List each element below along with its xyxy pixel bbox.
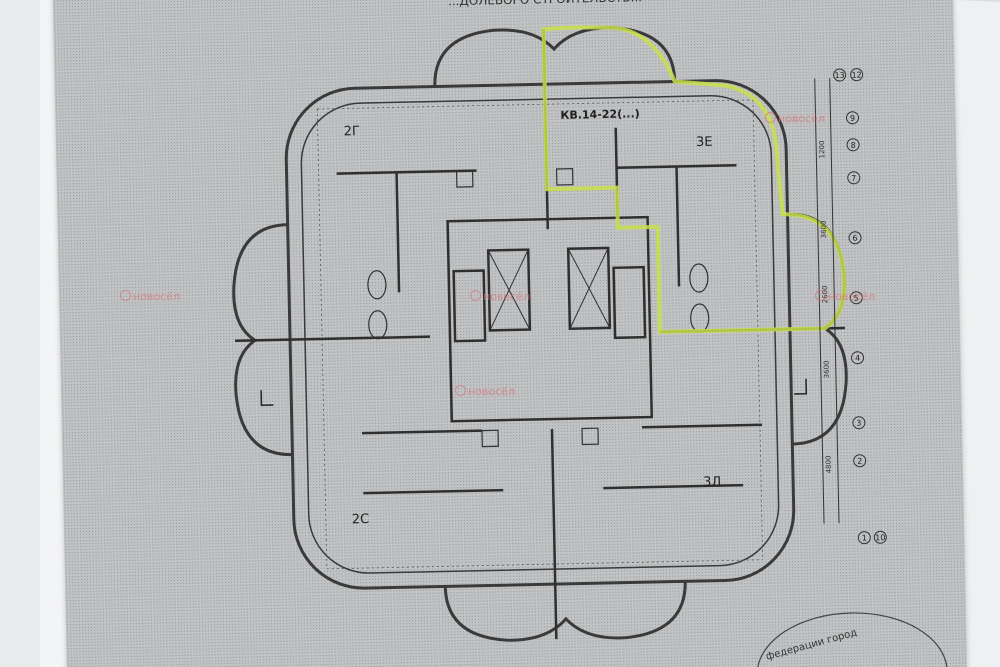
bathtub-3 bbox=[689, 263, 709, 293]
svg-text:5: 5 bbox=[854, 294, 859, 303]
dim-1: 1200 bbox=[818, 141, 826, 159]
axis-5: 5 bbox=[849, 291, 863, 305]
floor-plan-sheet: ...ДОЛЕВОГО СТРОИТЕЛЬСТВ... bbox=[52, 0, 968, 667]
section-mark-right bbox=[794, 378, 808, 395]
axis-3: 3 bbox=[852, 416, 866, 430]
stairs-left bbox=[452, 269, 487, 343]
bathtub-2 bbox=[368, 310, 388, 340]
bathtub-4 bbox=[690, 303, 710, 333]
apartment-label: КВ.14-22(...) bbox=[560, 107, 640, 122]
header-text: ...ДОЛЕВОГО СТРОИТЕЛЬСТВ... bbox=[448, 0, 642, 8]
svg-text:2: 2 bbox=[857, 457, 862, 466]
toilet-2 bbox=[555, 168, 574, 186]
axis-2: 2 bbox=[853, 454, 867, 468]
axis-1: 1 bbox=[857, 531, 871, 545]
room-count-3e: 3Е bbox=[696, 135, 713, 150]
watermark-1: новосёл bbox=[765, 112, 825, 125]
watermark-logo-icon bbox=[470, 290, 481, 301]
watermark-logo-icon bbox=[455, 385, 466, 396]
dim-4: 3600 bbox=[823, 360, 831, 378]
stairs-right bbox=[612, 265, 647, 340]
room-count-3l: 3Л bbox=[703, 475, 721, 490]
svg-text:10: 10 bbox=[875, 533, 885, 542]
bathroom-fixtures bbox=[367, 168, 710, 448]
room-count-2s: 2С bbox=[352, 512, 370, 527]
section-mark-left bbox=[260, 390, 274, 406]
dim-5: 4800 bbox=[825, 455, 833, 473]
floor-plan-drawing: ...ДОЛЕВОГО СТРОИТЕЛЬСТВ... bbox=[232, 0, 948, 667]
watermark-3: новосёл bbox=[470, 290, 530, 303]
axis-9: 9 bbox=[846, 111, 860, 125]
svg-text:9: 9 bbox=[850, 114, 855, 123]
wall-south-divider bbox=[550, 429, 558, 640]
stamp: федерации город bbox=[756, 612, 948, 667]
watermark-5: новосёл bbox=[815, 290, 875, 303]
wall-west-divider bbox=[235, 335, 431, 343]
top-bay bbox=[433, 26, 677, 87]
svg-text:4: 4 bbox=[855, 354, 860, 363]
axis-4: 4 bbox=[851, 351, 865, 365]
axis-10: 10 bbox=[873, 530, 887, 544]
toilet-3 bbox=[481, 429, 499, 448]
svg-text:7: 7 bbox=[851, 174, 856, 183]
watermark-logo-icon bbox=[815, 290, 826, 301]
highlighted-apartment bbox=[541, 25, 847, 334]
watermark-2: новосёл bbox=[120, 290, 180, 303]
svg-text:12: 12 bbox=[851, 71, 861, 80]
watermark-logo-icon bbox=[765, 112, 776, 123]
toilet-4 bbox=[581, 427, 599, 446]
svg-text:6: 6 bbox=[852, 234, 857, 243]
axis-7: 7 bbox=[847, 171, 861, 185]
axis-8: 8 bbox=[846, 138, 860, 152]
core-block bbox=[446, 215, 654, 423]
grid-axes: 13 12 9 8 7 6 5 4 3 2 1 10 bbox=[833, 68, 887, 545]
room-count-2g: 2Г bbox=[344, 124, 361, 139]
elevator-2 bbox=[566, 246, 612, 331]
svg-text:3: 3 bbox=[856, 419, 861, 428]
stamp-text: федерации город bbox=[765, 627, 859, 662]
bottom-bay bbox=[443, 581, 687, 642]
toilet-1 bbox=[455, 170, 474, 188]
dim-2: 3600 bbox=[820, 220, 828, 238]
section-marks bbox=[260, 378, 808, 406]
svg-text:13: 13 bbox=[834, 71, 844, 80]
axis-12: 12 bbox=[850, 68, 864, 82]
axis-13: 13 bbox=[833, 68, 847, 82]
bathtub-1 bbox=[367, 270, 387, 300]
svg-text:8: 8 bbox=[850, 141, 855, 150]
axis-6: 6 bbox=[848, 231, 862, 245]
svg-text:1: 1 bbox=[862, 534, 867, 543]
elevator-1 bbox=[486, 248, 532, 332]
watermark-4: новосёл bbox=[455, 385, 515, 398]
watermark-logo-icon bbox=[120, 290, 131, 301]
